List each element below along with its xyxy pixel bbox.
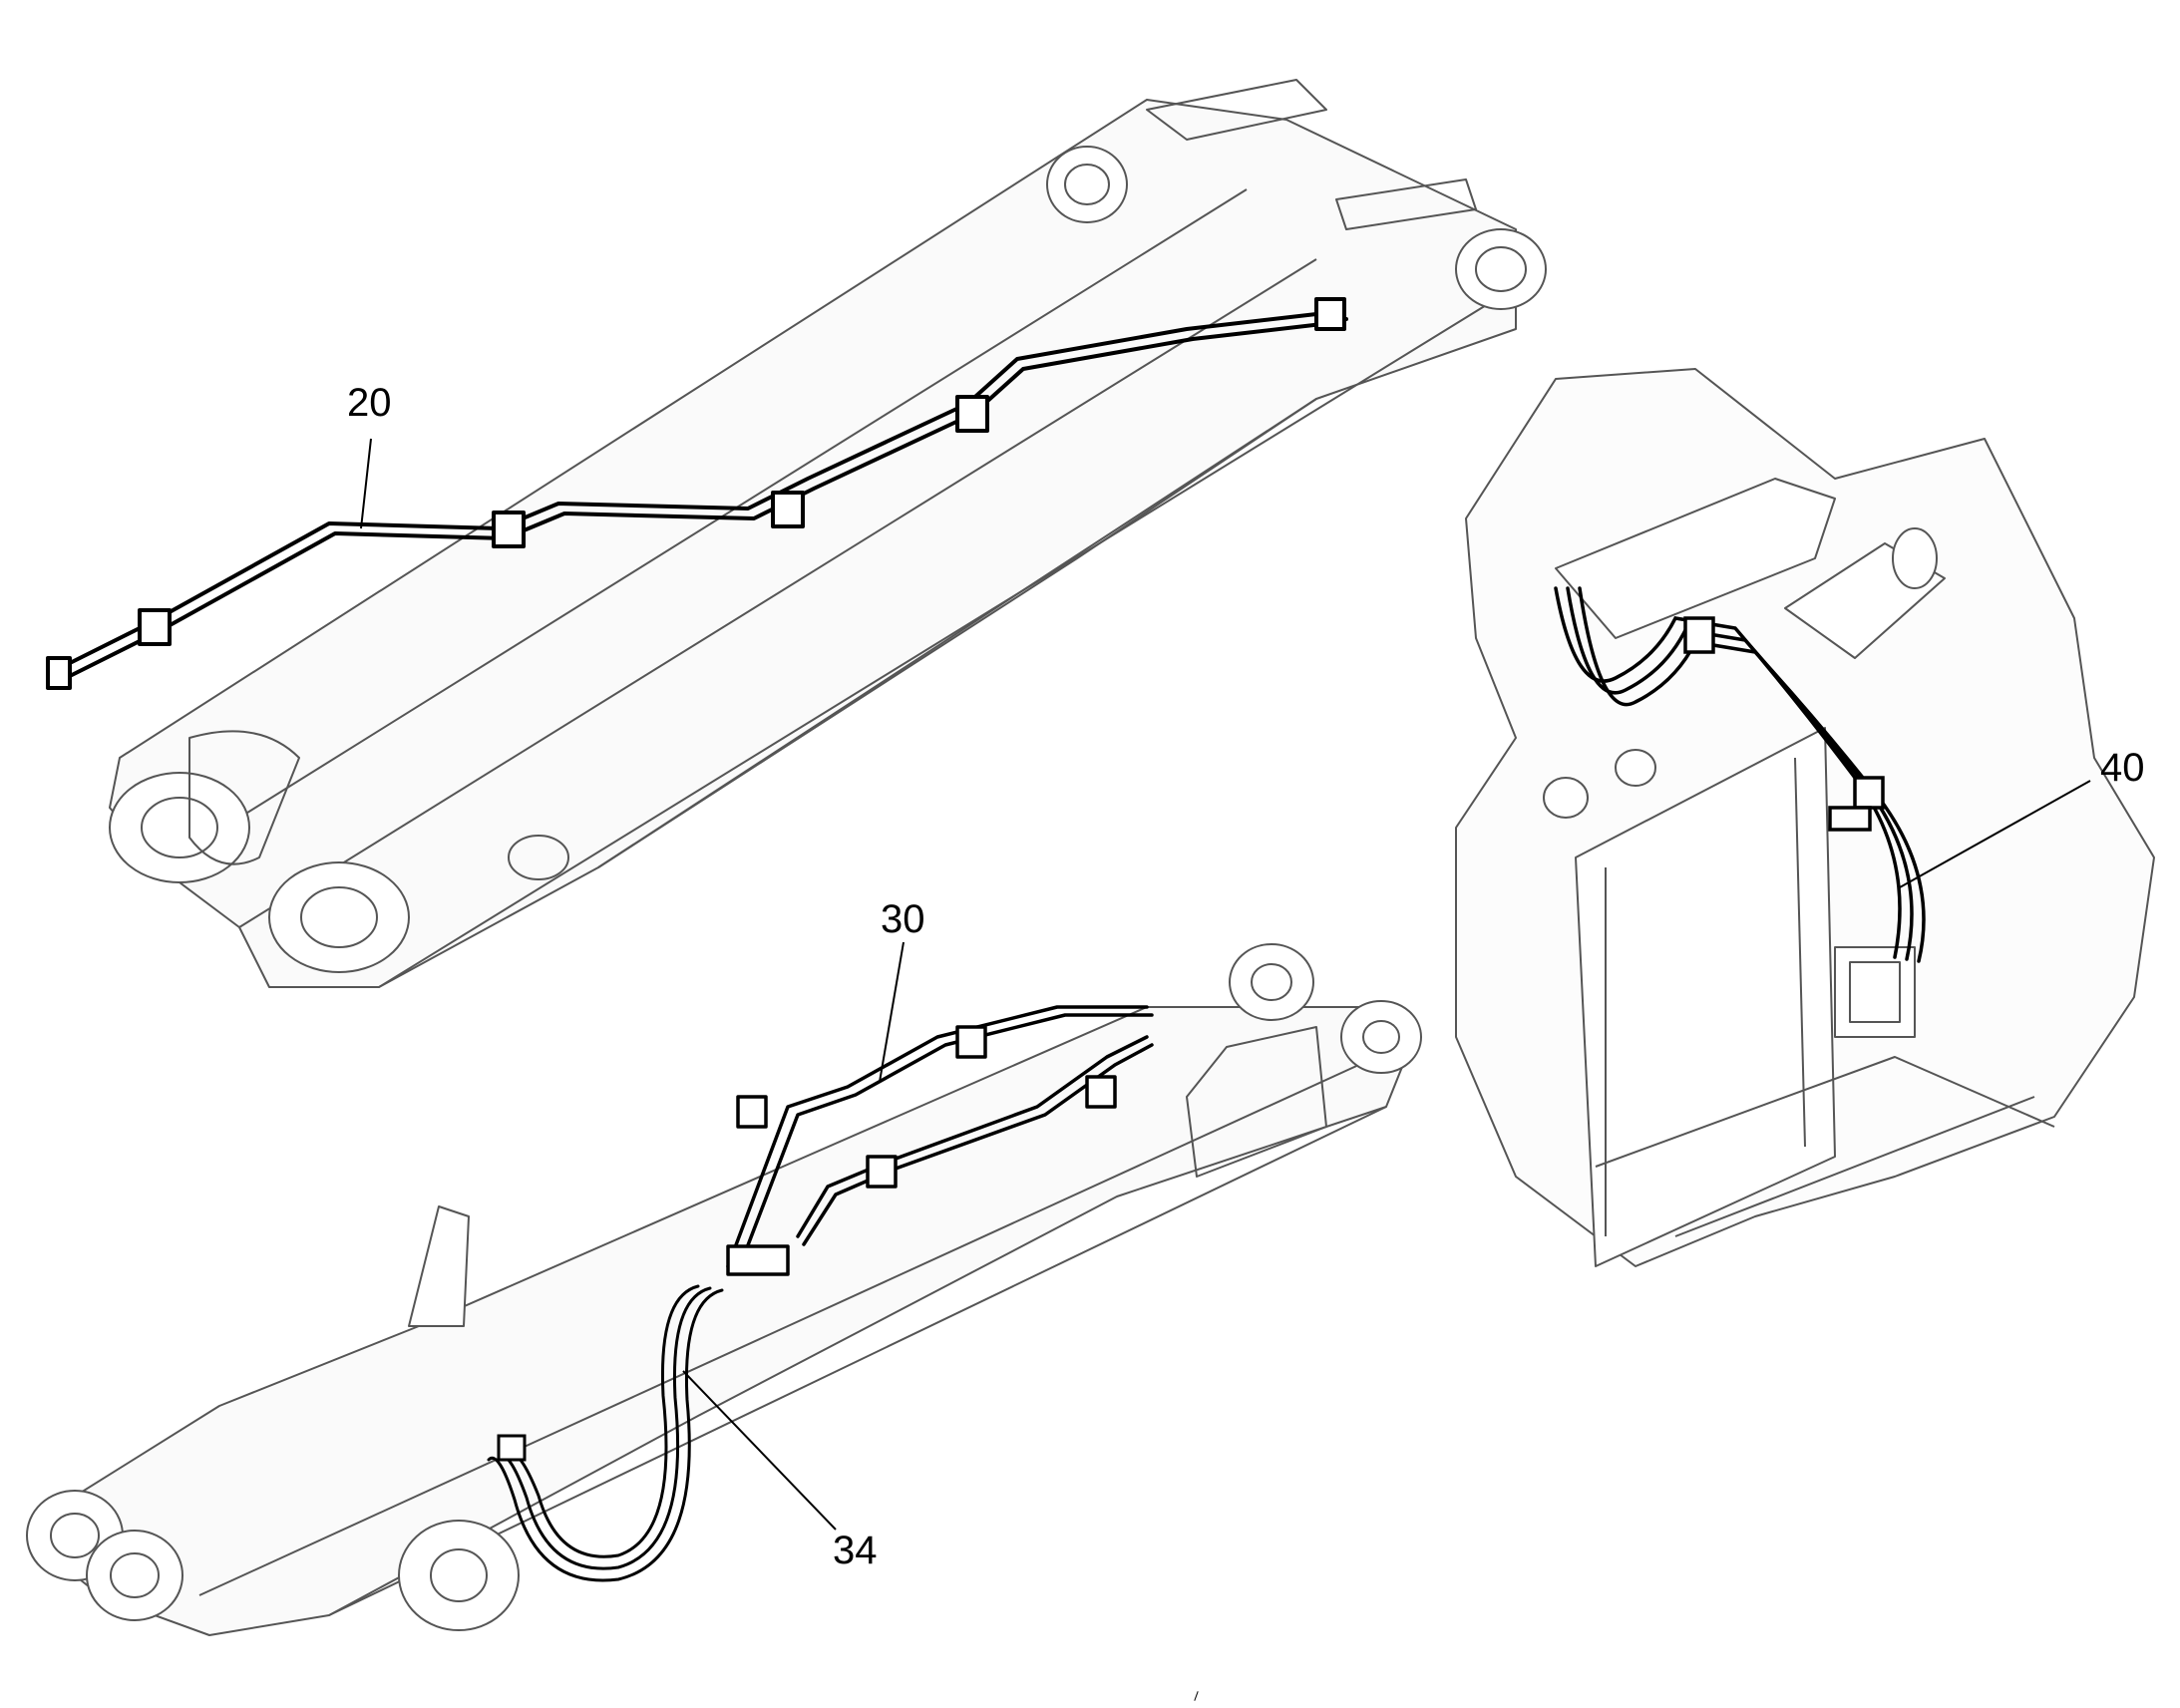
- detail-hoses: [1554, 586, 1926, 963]
- upper-boom-illustration: [109, 79, 1547, 988]
- arm-illustration: [26, 943, 1422, 1636]
- leader-20: [360, 438, 372, 529]
- arm-body: [49, 1006, 1407, 1636]
- detail-view-illustration: [1455, 368, 2155, 1267]
- leader-40: [1899, 780, 2091, 888]
- upper-boom-hydraulic-lines: [46, 297, 1348, 690]
- arm-hydraulic-lines: [726, 1005, 1154, 1276]
- leader-30: [879, 941, 905, 1083]
- leader-34: [682, 1370, 837, 1531]
- arm-hoses: [487, 1284, 724, 1582]
- callout-label-34: 34: [833, 1529, 878, 1572]
- callout-label-30: 30: [881, 897, 925, 941]
- callout-label-40: 40: [2100, 746, 2145, 790]
- callout-label-20: 20: [347, 381, 392, 425]
- callout-leaders: [360, 438, 2091, 1531]
